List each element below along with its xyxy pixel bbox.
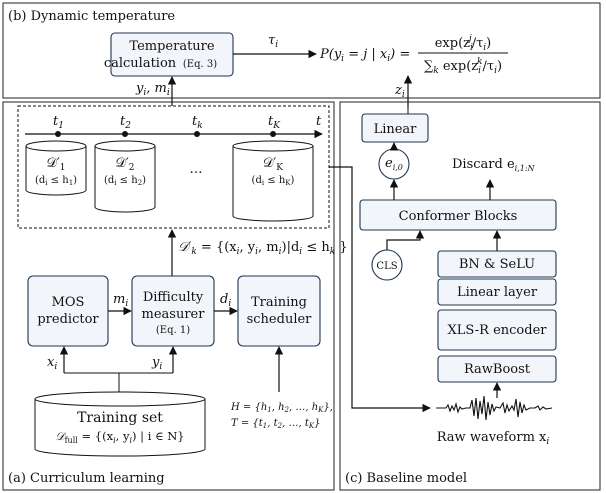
linear-box bbox=[361, 113, 429, 143]
timeline-label-tK: tK bbox=[268, 114, 281, 131]
subset-cylinder-1 bbox=[25, 140, 87, 196]
rawboost-label: RawBoost bbox=[464, 362, 531, 377]
panel-b-frame bbox=[2, 2, 601, 99]
bn-selu-box bbox=[437, 250, 557, 278]
rawboost-box bbox=[437, 355, 557, 383]
conformer-label: Conformer Blocks bbox=[399, 209, 518, 224]
subset-K-name: 𝒟′K bbox=[263, 156, 283, 173]
mos-predictor-box bbox=[27, 275, 109, 347]
subset-2-cond: (di ≤ h2) bbox=[104, 175, 146, 187]
temperature-box-line1: Temperature bbox=[129, 39, 214, 54]
mos-predictor-line1: MOS bbox=[52, 295, 85, 310]
discard-label: Discard ei,1:N bbox=[452, 157, 536, 173]
raw-waveform-graphic bbox=[436, 395, 553, 421]
xlsr-encoder-label: XLS-R encoder bbox=[448, 323, 548, 338]
yi-label: yi bbox=[151, 355, 162, 372]
training-set-definition: 𝒟full = {(xi, yi) | i ∈ N} bbox=[55, 429, 184, 445]
timeline-tick-tk bbox=[194, 131, 200, 137]
subset-ellipsis: … bbox=[190, 162, 203, 177]
subset-cylinder-2 bbox=[94, 140, 156, 213]
subset-definition: 𝒟′k = {(xi, yi, mi)|di ≤ hk } bbox=[178, 240, 348, 257]
h-set: H = {h1, h2, …, hK}, bbox=[230, 402, 333, 414]
cls-embedding-label: ei,0 bbox=[385, 156, 403, 172]
bn-selu-label: BN & SeLU bbox=[459, 257, 535, 272]
difficulty-line2: measurer bbox=[142, 307, 206, 322]
zi-label: zi bbox=[394, 83, 405, 100]
timeline-tick-t2 bbox=[122, 131, 128, 137]
panel-b-title: (b) Dynamic temperature bbox=[8, 9, 175, 24]
subset-1-cond: (di ≤ h1) bbox=[35, 175, 77, 187]
mos-predictor-line2: predictor bbox=[37, 312, 99, 327]
temperature-box-line2: calculation bbox=[104, 56, 177, 71]
subset-K-cond: (di ≤ hK) bbox=[252, 175, 295, 187]
training-set-title: Training set bbox=[77, 410, 163, 426]
cls-to-conformer-arrow bbox=[386, 230, 425, 250]
t-set: T = {t1, t2, …, tK} bbox=[231, 418, 320, 430]
timeline-label-tk: tk bbox=[192, 114, 203, 131]
linear-layer-box bbox=[437, 278, 557, 306]
difficulty-line1: Difficulty bbox=[143, 290, 204, 305]
panel-a-frame bbox=[2, 101, 335, 491]
formula-numerator: exp(zij/τi) bbox=[435, 34, 492, 53]
formula-lhs: P(yi = j | xi) = bbox=[319, 47, 410, 64]
subset-1-name: 𝒟′1 bbox=[46, 156, 65, 173]
raw-waveform-label: Raw waveform xi bbox=[437, 430, 550, 447]
panel-c-title: (c) Baseline model bbox=[345, 471, 467, 486]
difficulty-ref: (Eq. 1) bbox=[156, 325, 190, 336]
timeline-tick-t1 bbox=[55, 131, 61, 137]
di-label: di bbox=[220, 292, 231, 309]
training-scheduler-box bbox=[237, 275, 321, 347]
cls-token-label: CLS bbox=[376, 261, 397, 272]
subsets-to-waveform-arrow bbox=[329, 166, 431, 413]
temperature-box-ref: (Eq. 3) bbox=[183, 59, 217, 70]
timeline-tick-tK bbox=[270, 131, 276, 137]
xi-label: xi bbox=[47, 355, 57, 372]
timeline-label-t1: t1 bbox=[53, 114, 64, 131]
linear-label: Linear bbox=[374, 122, 418, 137]
conformer-blocks-box bbox=[359, 199, 557, 231]
formula-denominator: ∑k exp(zik/τi) bbox=[424, 57, 502, 76]
mi-label: mi bbox=[113, 292, 128, 309]
panel-c-frame bbox=[339, 101, 601, 491]
subset-2-name: 𝒟′2 bbox=[115, 156, 134, 173]
panel-a-title: (a) Curriculum learning bbox=[8, 471, 165, 486]
yi-mi-label: yi, mi bbox=[135, 81, 170, 98]
subset-cylinder-K bbox=[232, 140, 314, 222]
scheduler-line1: Training bbox=[251, 295, 307, 310]
training-set-cylinder bbox=[34, 391, 206, 457]
linear-layer-label: Linear layer bbox=[457, 285, 538, 300]
scheduler-line2: scheduler bbox=[247, 312, 313, 327]
tau-label: τi bbox=[268, 33, 278, 50]
xlsr-encoder-box bbox=[437, 309, 557, 351]
timeline-end-label: t bbox=[316, 114, 322, 129]
timeline-label-t2: t2 bbox=[120, 114, 131, 131]
